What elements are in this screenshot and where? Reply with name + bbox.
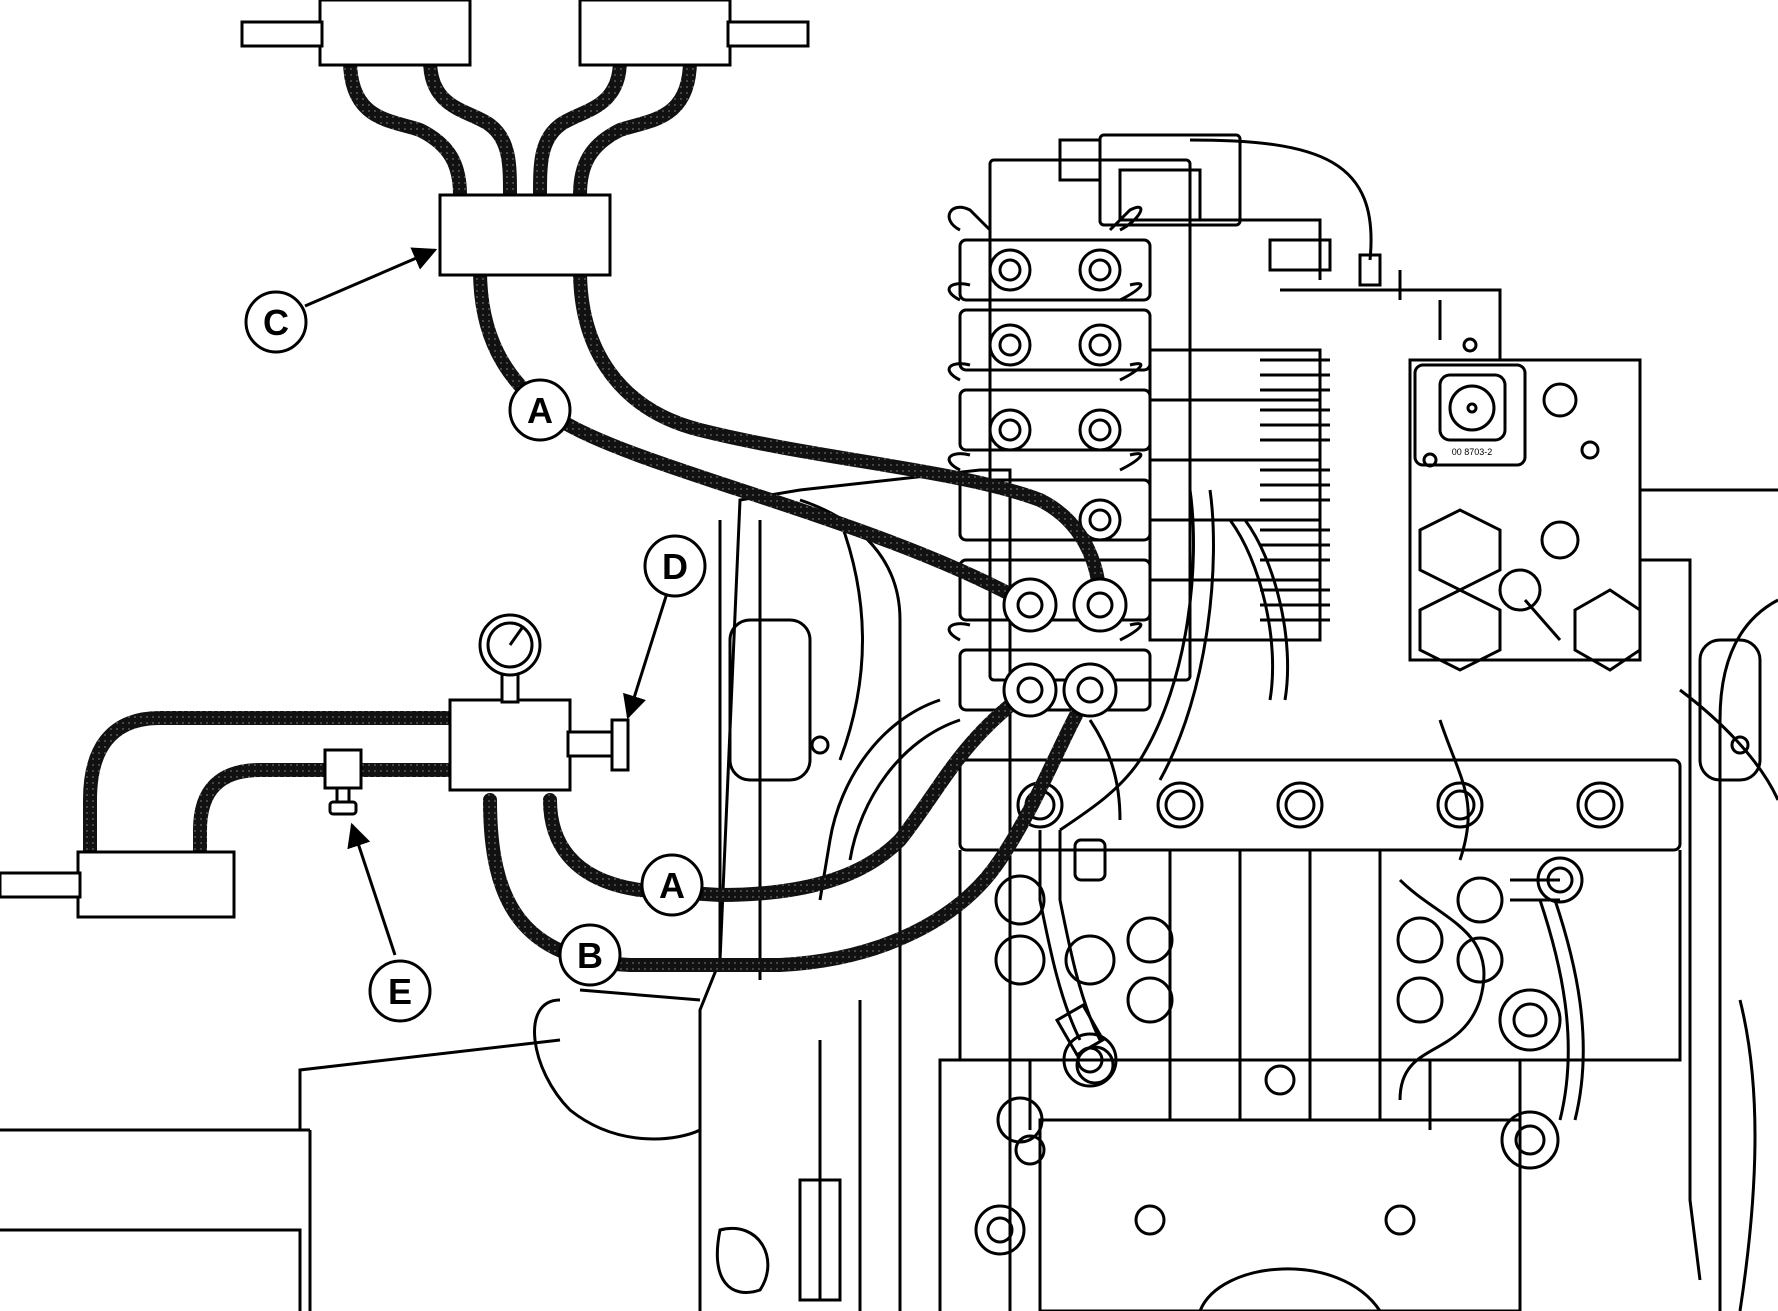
valve-d-knob bbox=[610, 718, 630, 772]
coupler-top-left bbox=[318, 0, 472, 67]
manifold-block-c bbox=[438, 193, 612, 277]
test-hose-assembly bbox=[83, 53, 1107, 972]
callout-a-upper-label: A bbox=[527, 390, 553, 431]
hose-b bbox=[483, 683, 1097, 972]
hose-upper-right-outer bbox=[573, 53, 697, 202]
callout-d: D bbox=[643, 534, 707, 598]
coupler-bottom-left-stem bbox=[0, 871, 82, 899]
hose-upper-right-inner bbox=[533, 53, 627, 202]
test-components bbox=[0, 0, 1128, 919]
leader-lines bbox=[304, 247, 670, 956]
coupler-bottom-left bbox=[76, 850, 236, 919]
flow-meter-body bbox=[448, 698, 572, 792]
leader-c bbox=[304, 247, 438, 308]
fitting-e-cap bbox=[328, 800, 358, 816]
callout-e-label: E bbox=[388, 971, 412, 1012]
fitting-e-body bbox=[323, 748, 363, 790]
leader-d bbox=[623, 589, 670, 720]
callout-a-lower: A bbox=[640, 853, 704, 917]
callout-e: E bbox=[368, 959, 432, 1023]
coupler-top-right-stem bbox=[726, 20, 810, 48]
hose-a-upper-2 bbox=[573, 263, 1107, 612]
leader-e bbox=[347, 822, 397, 956]
hose-upper-left-inner bbox=[423, 53, 517, 202]
valve-d-stem bbox=[566, 730, 615, 758]
hose-upper-left-outer bbox=[343, 53, 467, 202]
callout-b-label: B bbox=[577, 935, 603, 976]
tractor-rear-assembly bbox=[0, 133, 1778, 1311]
callout-a-upper: A bbox=[508, 378, 572, 442]
hose-meter-loop-outer bbox=[83, 711, 457, 862]
coupler-top-right bbox=[578, 0, 732, 67]
coupler-top-left-stem bbox=[240, 20, 324, 48]
hose-a-lower bbox=[543, 683, 1037, 903]
hose-a-upper-1 bbox=[473, 263, 1037, 612]
callout-c: C bbox=[244, 290, 308, 354]
callout-d-label: D bbox=[662, 546, 688, 587]
hose-meter-loop-inner bbox=[193, 763, 457, 862]
callout-b: B bbox=[558, 923, 622, 987]
callout-c-label: C bbox=[263, 302, 289, 343]
callout-a-lower-label: A bbox=[659, 865, 685, 906]
plate-marking: 00 8703-2 bbox=[1452, 447, 1493, 457]
